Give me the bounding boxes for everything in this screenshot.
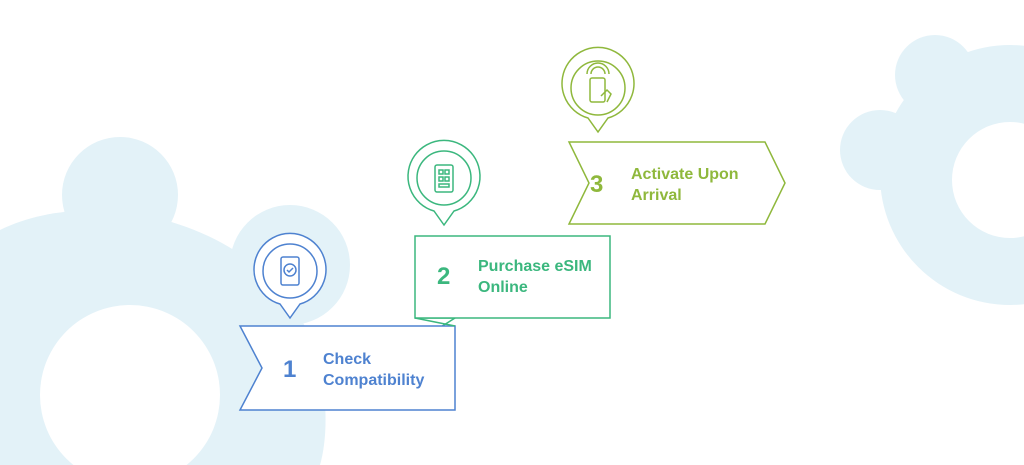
step-1-number: 1 <box>283 356 297 383</box>
step-3-banner <box>567 141 786 225</box>
step-2-label-line-1: Purchase eSIM <box>478 258 592 275</box>
phone-checkmark-icon <box>280 256 300 286</box>
step-2-pin-inner-ring <box>416 150 472 206</box>
step-2-banner <box>414 235 611 319</box>
background-blob-holes <box>40 122 1024 465</box>
step-3-label-line-2: Arrival <box>631 187 682 204</box>
step-2-label: Purchase eSIM Online <box>478 256 592 298</box>
step-2-pin <box>407 139 481 227</box>
step-3-label-line-1: Activate Upon <box>631 166 739 183</box>
step-1-fold <box>414 317 456 327</box>
step-3-pin <box>561 46 635 134</box>
step-1-label-line-2: Compatibility <box>323 372 425 389</box>
step-1 <box>238 232 456 411</box>
step-3 <box>561 46 786 225</box>
phone-qr-code-icon <box>434 164 454 193</box>
step-3-number: 3 <box>590 171 604 198</box>
step-1-label-line-1: Check <box>323 351 372 368</box>
phone-tap-signal-icon <box>586 62 612 103</box>
step-2-label-line-2: Online <box>478 279 528 296</box>
background-blob <box>880 45 1024 305</box>
step-3-label: Activate Upon Arrival <box>631 164 739 206</box>
step-3-pin-inner-ring <box>570 60 626 116</box>
step-1-banner <box>238 325 456 411</box>
step-1-pin-inner-ring <box>262 243 318 299</box>
background-blob-hole <box>952 122 1024 238</box>
step-2 <box>407 139 611 331</box>
step-1-label: Check Compatibility <box>323 349 424 391</box>
step-2-number: 2 <box>437 263 451 290</box>
background-blob-hole <box>40 305 220 465</box>
